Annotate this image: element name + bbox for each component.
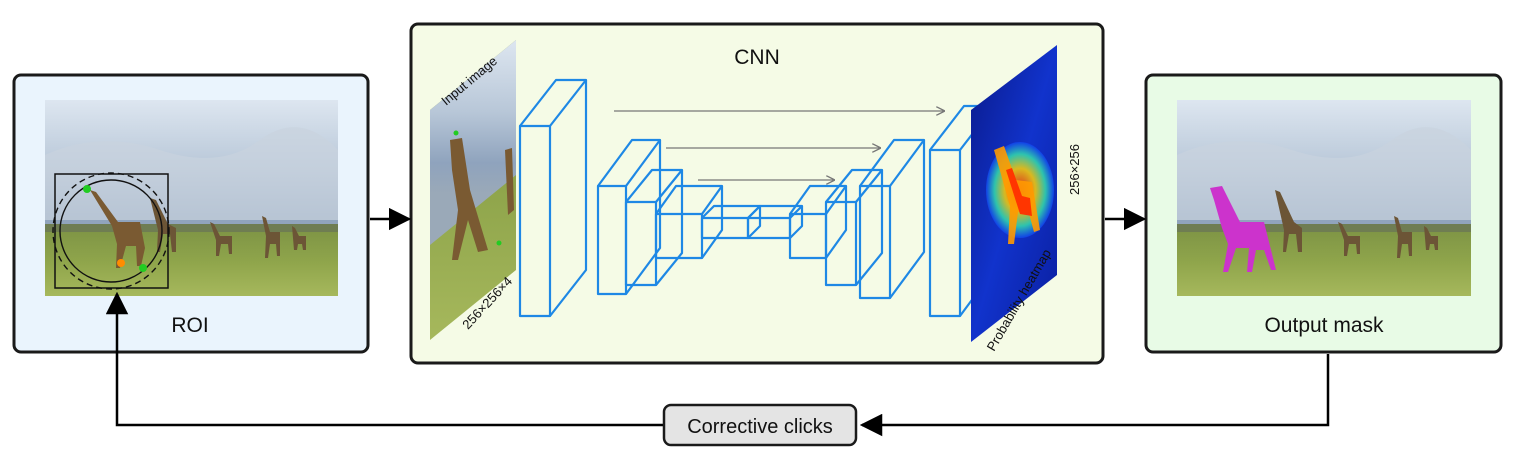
roi-label: ROI: [171, 314, 208, 337]
skip-connections: [614, 111, 944, 180]
encoder-layer-1: [518, 124, 552, 318]
giraffe-photo: [45, 100, 338, 296]
segmentation-mask: [1210, 186, 1276, 272]
click-circle-icon: [83, 185, 147, 272]
cnn-panel: CNN Input image 256×256×4: [409, 22, 1105, 365]
corrective-clicks-box: Corrective clicks: [662, 403, 858, 447]
input-image: [430, 40, 516, 340]
cnn-title: CNN: [734, 46, 780, 69]
roi-box-icon: [52, 172, 170, 290]
flow-arrows: [105, 207, 1330, 437]
output-mask-label: Output mask: [1264, 314, 1384, 337]
feedback-to-roi-line: [105, 291, 664, 427]
heatmap-dims-label: 256×256: [1067, 144, 1082, 195]
corrective-clicks-label: Corrective clicks: [687, 416, 833, 438]
output-to-feedback-line: [859, 354, 1330, 437]
output-panel: Output mask: [1144, 73, 1503, 354]
roi-panel: ROI: [12, 73, 370, 354]
heatmap-image: [971, 45, 1057, 342]
